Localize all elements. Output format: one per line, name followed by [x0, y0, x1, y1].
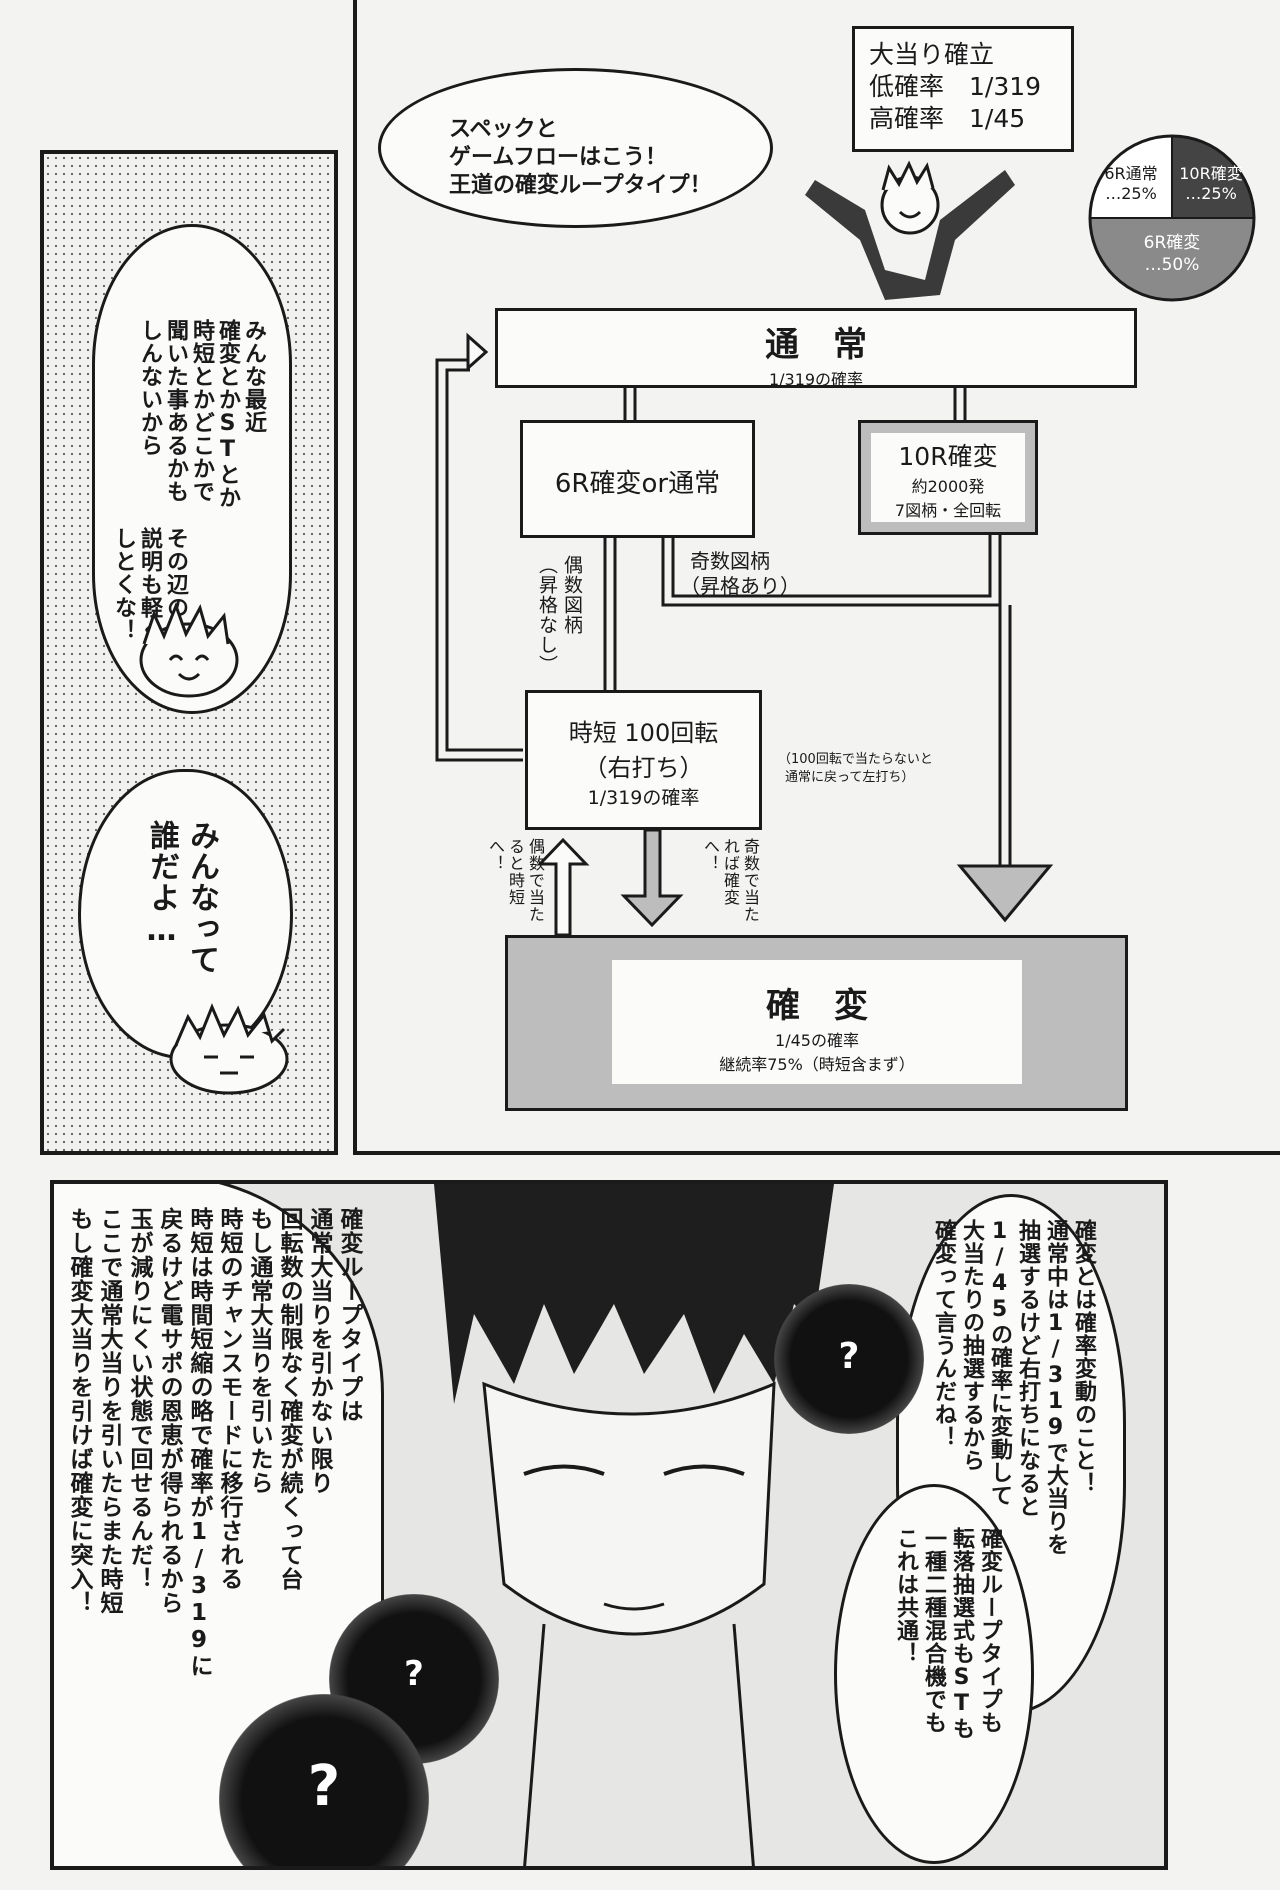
flow-odd-label-2: （昇格あり） — [680, 574, 800, 598]
pie-label-6r-normal: 6R通常…25% — [1104, 164, 1158, 203]
flow-10r-title: 10R確変 — [898, 442, 998, 471]
right-text-col-3: 抽選するけど右打ちになると — [1015, 1219, 1040, 1518]
flow-even-note: （昇格なし） — [536, 555, 558, 675]
spec-box: 大当り確立 低確率 1/319 高確率 1/45 — [852, 26, 1074, 152]
flow-odd-hit-note: 奇数で当たれば確変へ！ — [701, 838, 760, 923]
spec-speech-line-3: 王道の確変ループタイプ！ — [449, 173, 712, 198]
right-text-col-6: 確変って言うんだね！ — [931, 1219, 956, 1449]
bubble-2-col-1: みんなって — [184, 820, 219, 975]
bubble-1-col-4: 聞いた事あるかも — [163, 319, 188, 503]
flow-normal-sub: 1/319の確率 — [768, 370, 864, 389]
bubble-1-col-3: 時短とかどこかで — [189, 319, 214, 503]
right2-text-col-1: 確変ループタイプも — [977, 1527, 1002, 1734]
pie-label-6r-kakuhen: 6R確変…50% — [1143, 233, 1201, 275]
flow-connectors — [435, 332, 1054, 937]
right-text-col-5: 大当たりの抽選するから — [959, 1219, 984, 1472]
flow-10r-line2: 7図柄・全回転 — [894, 501, 1002, 520]
question-burst-1: ? — [774, 1284, 924, 1434]
right-text-col-1: 確変とは確率変動のこと！ — [1071, 1219, 1096, 1495]
explanation-bubble-left: 確変ループタイプは 通常大当りを引かない限り 回転数の制限なく確変が続くって台 … — [54, 1184, 384, 1866]
right2-text-col-4: これは共通！ — [893, 1527, 918, 1665]
pie-chart — [1088, 134, 1256, 302]
panel-divider-horizontal — [353, 1151, 1280, 1155]
flow-kakuhen-line2: 継続率75%（時短含まず） — [719, 1055, 915, 1074]
flow-jitan-line1: 時短 100回転 — [568, 719, 719, 747]
flow-normal-title: 通 常 — [765, 325, 867, 365]
flow-jitan-note-2: 通常に戻って左打ち） — [785, 770, 915, 785]
flow-even-label: 偶数図柄 — [561, 555, 583, 635]
left-text-col-6: 時短は時間短縮の略で確率が1/319に — [186, 1207, 212, 1678]
bubble-1-col-8: しとくな！ — [111, 527, 136, 642]
left-text-col-10: もし確変大当りを引けば確変に突入！ — [66, 1207, 92, 1615]
spec-speech-bubble: スペックと ゲームフローはこう！ 王道の確変ループタイプ！ — [378, 68, 773, 228]
left-text-col-7: 戻るけど電サポの恩恵が得られるから — [156, 1207, 182, 1615]
spec-speech-line-1: スペックと — [449, 117, 558, 142]
right2-text-col-2: 転落抽選式もSTも — [949, 1527, 974, 1740]
speech-bubble-2: みんなって 誰だよ… — [78, 769, 293, 1059]
bubble-1-col-5: しんないから — [137, 319, 162, 457]
flow-6r-box: 6R確変or通常 — [520, 420, 755, 538]
left-text-col-8: 玉が減りにくい状態で回せるんだ！ — [126, 1207, 152, 1591]
left-text-col-1: 確変ループタイプは — [336, 1207, 362, 1423]
flow-even-hit-note: 偶数で当たると時短へ！ — [486, 838, 545, 923]
panel-divider-vertical — [353, 0, 357, 1155]
arrow-kakuhen-to-jitan — [536, 837, 590, 937]
flow-10r-line1: 約2000発 — [911, 477, 985, 496]
flow-6r-title: 6R確変or通常 — [554, 469, 721, 499]
arrow-jitan-to-kakuhen — [620, 828, 684, 928]
flow-jitan-box: 時短 100回転 （右打ち） 1/319の確率 — [525, 690, 762, 830]
arrow-to-kakuhen-right — [956, 864, 1054, 923]
flow-jitan-line3: 1/319の確率 — [587, 787, 700, 809]
spec-speech-line-2: ゲームフローはこう！ — [449, 145, 668, 170]
left-text-col-5: 時短のチャンスモードに移行される — [216, 1207, 242, 1591]
flow-jitan-note-1: （100回転で当たらないと — [778, 752, 933, 767]
bubble-1-col-1: みんな最近 — [241, 319, 266, 434]
left-text-col-9: ここで通常大当りを引いたらまた時短 — [96, 1207, 122, 1615]
explanation-bubble-right-2: 確変ループタイプも 転落抽選式もSTも 一種二種混合機でも これは共通！ — [834, 1484, 1034, 1864]
pie-outline — [1088, 134, 1256, 302]
left-text-col-2: 通常大当りを引かない限り — [306, 1207, 332, 1495]
spec-box-title: 大当り確立 — [869, 40, 995, 69]
flow-odd-label-1: 奇数図柄 — [690, 549, 770, 573]
chibi-face-1 — [139, 601, 239, 698]
character-portrait — [434, 1184, 834, 1866]
right2-text-col-3: 一種二種混合機でも — [921, 1527, 946, 1734]
right-text-col-2: 通常中は1/319で大当りを — [1043, 1219, 1068, 1556]
left-text-col-4: もし通常大当りを引いたら — [246, 1207, 272, 1495]
bubble-1-col-2: 確変とかSTとか — [215, 319, 240, 509]
spec-row-high: 高確率 1/45 — [869, 104, 1026, 133]
arrow-to-normal — [466, 332, 489, 372]
left-panel: みんな最近 確変とかSTとか 時短とかどこかで 聞いた事あるかも しんないから … — [40, 150, 338, 1155]
flow-kakuhen-box: 確 変 1/45の確率 継続率75%（時短含まず） — [505, 935, 1128, 1111]
flow-kakuhen-title: 確 変 — [766, 986, 868, 1026]
flow-kakuhen-line1: 1/45の確率 — [775, 1031, 859, 1050]
character-arms-up — [805, 160, 1015, 300]
question-burst-3: ? — [219, 1694, 429, 1866]
bottom-panel: 確変ループタイプは 通常大当りを引かない限り 回転数の制限なく確変が続くって台 … — [50, 1180, 1168, 1870]
flow-normal-box: 通 常 1/319の確率 — [495, 308, 1137, 389]
flow-jitan-line2: （右打ち） — [583, 754, 704, 782]
chibi-face-2 — [169, 1003, 289, 1095]
flow-10r-box: 10R確変 約2000発 7図柄・全回転 — [858, 420, 1038, 535]
spec-row-low: 低確率 1/319 — [869, 72, 1042, 101]
bubble-2-col-2: 誰だよ… — [144, 820, 179, 949]
right-text-col-4: 1/45の確率に変動して — [987, 1219, 1012, 1507]
left-text-col-3: 回転数の制限なく確変が続くって台 — [276, 1207, 302, 1591]
pie-label-10r-kakuhen: 10R確変…25% — [1179, 164, 1243, 203]
